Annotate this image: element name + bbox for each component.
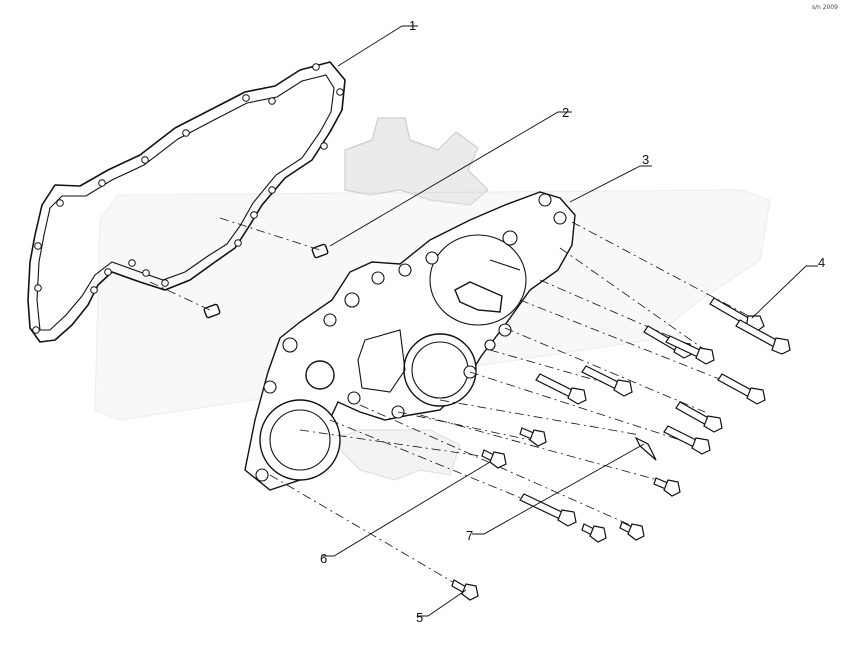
timing-cover xyxy=(244,191,576,491)
dowel-pin xyxy=(203,243,329,319)
bolt-medium xyxy=(581,365,633,397)
callout-5: 5 xyxy=(416,610,423,625)
gasket xyxy=(27,61,346,343)
bolt-medium xyxy=(675,401,723,433)
stud xyxy=(634,436,657,461)
bolt-medium xyxy=(665,335,715,365)
reference-code: s/n 2009 xyxy=(811,4,838,11)
callout-3: 3 xyxy=(642,152,649,167)
callout-6: 6 xyxy=(320,551,327,566)
callout-labels: 1 2 3 4 5 6 7 xyxy=(320,18,825,625)
bolt-medium xyxy=(663,425,711,455)
bolt-short xyxy=(653,477,681,497)
bolt-short xyxy=(619,521,645,541)
bolt-short xyxy=(481,449,507,469)
bolt-medium xyxy=(535,373,587,405)
gasket-bolt-holes xyxy=(32,63,344,334)
bolt-long xyxy=(735,319,791,355)
cover-bolt-bosses xyxy=(255,193,567,482)
bolt-long xyxy=(519,493,577,527)
bolt-medium xyxy=(717,373,766,405)
callout-2: 2 xyxy=(562,105,569,120)
callout-1: 1 xyxy=(409,18,416,33)
bolts xyxy=(451,297,791,601)
bolt-short xyxy=(519,427,547,447)
leader-lines xyxy=(322,25,818,617)
bolt-short xyxy=(581,523,607,543)
callout-7: 7 xyxy=(466,528,473,543)
callout-4: 4 xyxy=(818,255,825,270)
